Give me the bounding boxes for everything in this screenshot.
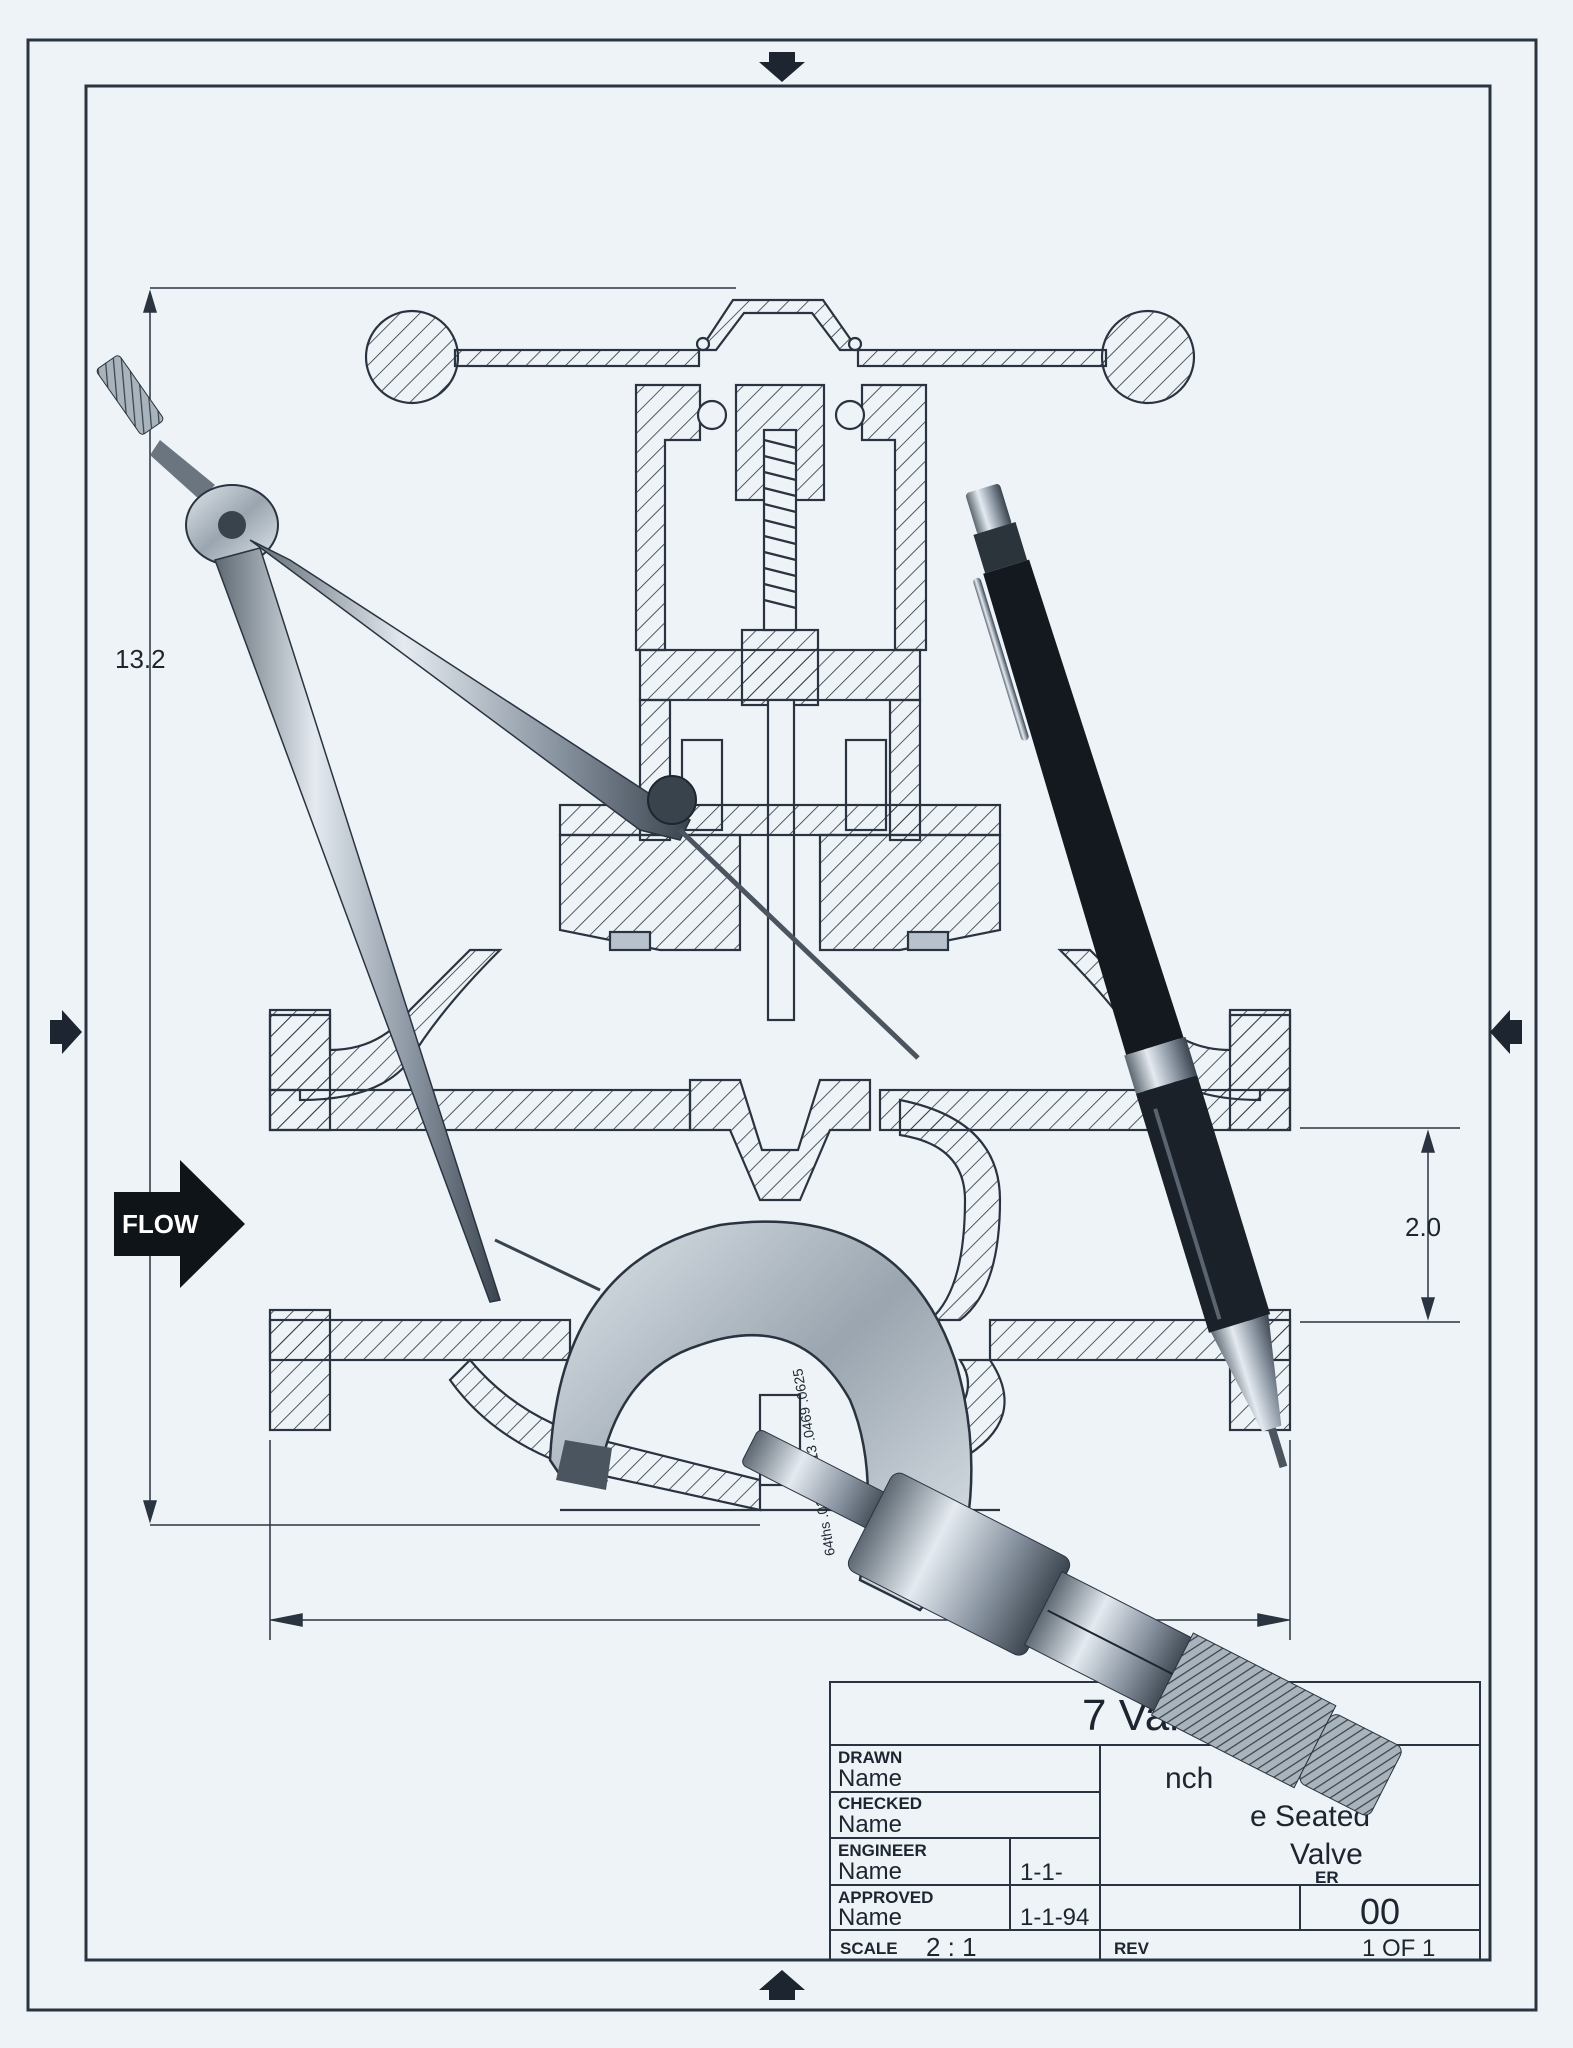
flow-label: FLOW <box>122 1209 199 1239</box>
engineer-label: ENGINEER <box>838 1841 927 1860</box>
scale-label: SCALE <box>840 1939 898 1958</box>
drawing-frame <box>26 38 1538 2012</box>
rev-label: REV <box>1114 1939 1150 1958</box>
valve-section-drawing <box>142 287 1460 1640</box>
scale-value: 2 : 1 <box>926 1932 977 1962</box>
flow-arrow: FLOW <box>114 1160 245 1288</box>
approved-date: 1-1-94 <box>1020 1904 1089 1931</box>
engineer-value: Name <box>838 1858 902 1885</box>
checked-label: CHECKED <box>838 1794 922 1813</box>
mechanical-pencil <box>965 484 1288 1469</box>
height-dimension-label: 13.2 <box>115 644 166 674</box>
left-center-arrow-icon <box>50 1010 82 1054</box>
title-block-description-1: nch <box>1165 1762 1213 1795</box>
stem <box>762 428 798 1022</box>
handwheel <box>364 298 1196 405</box>
center-mark-arrows <box>50 52 1522 2000</box>
right-center-arrow-icon <box>1490 1010 1522 1054</box>
approved-value: Name <box>838 1904 902 1931</box>
sheet-value: 1 OF 1 <box>1362 1935 1435 1962</box>
bonnet <box>634 383 928 707</box>
pipe-diameter-dimension-label: 2.0 <box>1405 1212 1441 1242</box>
bottom-center-arrow-icon <box>759 1970 805 2000</box>
divider-compass <box>96 355 920 1303</box>
checked-value: Name <box>838 1811 902 1838</box>
packing-gland <box>558 698 1002 952</box>
approved-label: APPROVED <box>838 1888 933 1907</box>
micrometer: 64ths .0156 .0313 .0469 .0625 <box>548 1220 1402 1816</box>
drawing-number: 00 <box>1360 1891 1400 1932</box>
engineer-date: 1-1- <box>1020 1859 1063 1886</box>
drawn-label: DRAWN <box>838 1748 902 1767</box>
dimension-lines <box>142 287 1460 1640</box>
number-label: ER <box>1315 1868 1339 1887</box>
drawn-value: Name <box>838 1765 902 1792</box>
title-block-description-3: Valve <box>1290 1838 1363 1871</box>
top-center-arrow-icon <box>759 52 805 82</box>
